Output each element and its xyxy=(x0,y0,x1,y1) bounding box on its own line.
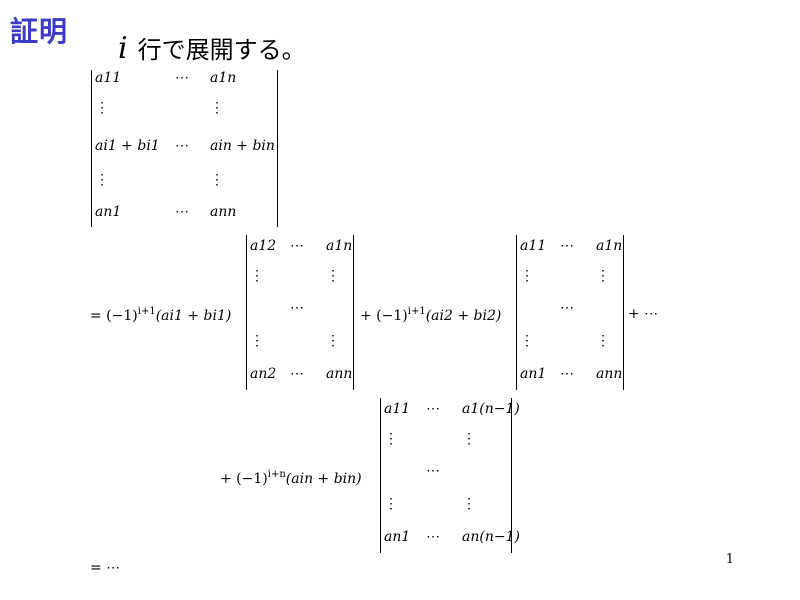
minor1-cell: a12 xyxy=(250,238,277,254)
minor1-cell: ⋮ xyxy=(250,333,264,349)
det-cell: ⋯ xyxy=(175,138,189,154)
det-cell: an1 xyxy=(95,204,122,220)
minor3-cell: ⋯ xyxy=(426,401,440,417)
det-cell: ain + bin xyxy=(210,138,275,154)
minor3-cell: a11 xyxy=(384,401,411,417)
page-number: 1 xyxy=(725,552,734,567)
det-right-bar xyxy=(277,70,278,227)
minor2-cell: ann xyxy=(596,366,623,382)
minor2-cell: ⋮ xyxy=(520,333,534,349)
minor3-cell: ⋯ xyxy=(426,529,440,545)
minor1-cell: ⋮ xyxy=(326,333,340,349)
det-cell: ai1 + bi1 xyxy=(95,138,160,154)
minor1-cell: ⋯ xyxy=(290,238,304,254)
minor1-cell: an2 xyxy=(250,366,277,382)
minor3-cell: an1 xyxy=(384,529,411,545)
minor2-cell: ⋯ xyxy=(560,300,574,316)
minor2-cell: ⋮ xyxy=(520,268,534,284)
minor3-cell: an(n−1) xyxy=(462,529,520,545)
minor1-cell: ⋯ xyxy=(290,300,304,316)
minor2-cell: ⋯ xyxy=(560,366,574,382)
det-cell: ⋮ xyxy=(210,172,224,188)
det-cell: ⋮ xyxy=(95,172,109,188)
minor3-cell: ⋯ xyxy=(426,463,440,479)
minor3-cell: a1(n−1) xyxy=(462,401,520,417)
expansion-line1-lead: = (−1)i+1(ai1 + bi1) xyxy=(90,306,232,324)
expansion-line2: + (−1)i+n(ain + bin) xyxy=(220,469,362,487)
det-left-bar xyxy=(91,70,92,227)
minor2-cell: ⋮ xyxy=(596,333,610,349)
expansion-line1-tail: + ⋯ xyxy=(628,306,659,322)
minor3-cell: ⋮ xyxy=(384,496,398,512)
minor2-cell: a1n xyxy=(596,238,623,254)
slide-title: 証明 xyxy=(10,15,69,48)
det-cell: ⋮ xyxy=(95,100,109,116)
det-cell: ⋮ xyxy=(210,100,224,116)
minor3-cell: ⋮ xyxy=(462,496,476,512)
det-cell: ann xyxy=(210,204,237,220)
minor1-cell: a1n xyxy=(326,238,353,254)
subtitle-text: 行で展開する。 xyxy=(137,36,306,64)
minor1-cell: ⋯ xyxy=(290,366,304,382)
expansion-final: = ⋯ xyxy=(90,560,121,576)
minor2-cell: ⋮ xyxy=(596,268,610,284)
minor3-cell: ⋮ xyxy=(384,431,398,447)
slide-subtitle: i 行で展開する。 xyxy=(118,30,306,66)
minor3-cell: ⋮ xyxy=(462,431,476,447)
minor2-cell: an1 xyxy=(520,366,547,382)
minor1-cell: ann xyxy=(326,366,353,382)
minor2-cell: ⋯ xyxy=(560,238,574,254)
expansion-line1-term2: + (−1)i+1(ai2 + bi2) xyxy=(360,306,502,324)
row-variable: i xyxy=(118,31,128,66)
det-cell: a11 xyxy=(95,70,122,86)
det-cell: ⋯ xyxy=(175,204,189,220)
minor1-cell: ⋮ xyxy=(250,268,264,284)
det-cell: ⋯ xyxy=(175,70,189,86)
det-cell: a1n xyxy=(210,70,237,86)
minor1-cell: ⋮ xyxy=(326,268,340,284)
minor2-cell: a11 xyxy=(520,238,547,254)
